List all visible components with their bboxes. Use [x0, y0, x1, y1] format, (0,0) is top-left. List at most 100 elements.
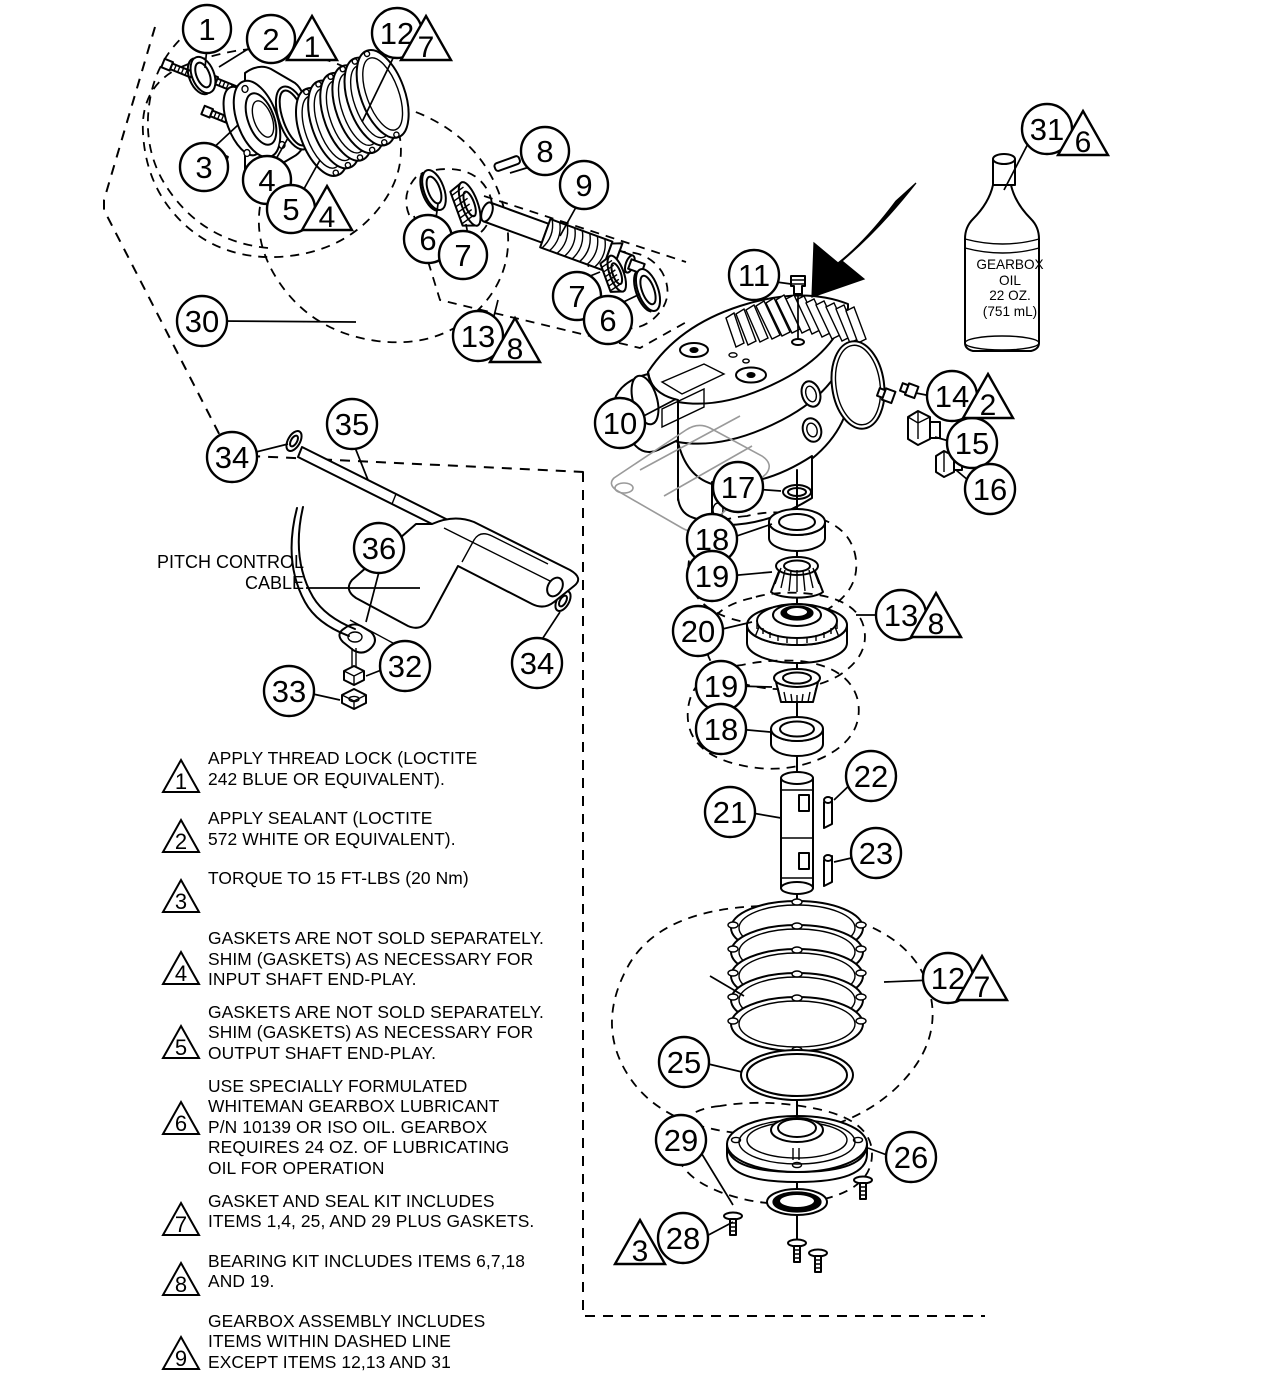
part-5-gasket-stack: [295, 49, 410, 177]
svg-text:3: 3: [195, 150, 212, 185]
svg-text:19: 19: [704, 669, 738, 704]
svg-text:11: 11: [738, 258, 770, 293]
svg-text:6: 6: [419, 222, 436, 257]
flag-note-8: 8: [487, 315, 543, 366]
note-flag-5: 5: [160, 1022, 202, 1062]
note-flag-2: 2: [160, 816, 202, 856]
callout-bubble-28: 28: [656, 1211, 710, 1265]
svg-text:10: 10: [603, 406, 637, 441]
callout-bubble-35: 35: [325, 397, 379, 451]
callout-bubble-7: 7: [551, 270, 603, 322]
part-15-fitting: [907, 410, 941, 446]
callout-bubble-8: 8: [519, 125, 571, 177]
callout-bubble-11: 11: [727, 248, 781, 302]
svg-text:22: 22: [854, 759, 888, 794]
part-36-yoke: [338, 517, 580, 654]
svg-text:6: 6: [175, 1111, 187, 1136]
callout-bubble-29: 29: [654, 1113, 708, 1167]
note-flag-9: 9: [160, 1333, 202, 1373]
svg-text:21: 21: [713, 795, 747, 830]
svg-text:2: 2: [980, 389, 997, 422]
note-text-1: APPLY THREAD LOCK (LOCTITE 242 BLUE OR E…: [208, 748, 478, 789]
svg-text:6: 6: [599, 303, 616, 338]
part-25-oring: [740, 1049, 854, 1101]
svg-text:30: 30: [185, 304, 219, 339]
flag-note-2: 2: [960, 371, 1016, 422]
flag-note-7: 7: [954, 953, 1010, 1004]
svg-text:6: 6: [1075, 126, 1092, 159]
svg-text:7: 7: [418, 31, 435, 64]
pitch-control-cable: [290, 507, 350, 637]
part-5-bottom-gaskets: [727, 898, 867, 1054]
part-19-bearing-cone-bottom: [773, 668, 821, 703]
svg-text:18: 18: [704, 712, 738, 747]
flag-note-7: 7: [398, 13, 454, 64]
svg-text:12: 12: [931, 961, 965, 996]
part-14-bolts: [875, 382, 920, 405]
part-26-cover-plate: [726, 1115, 868, 1183]
svg-text:5: 5: [282, 192, 299, 227]
svg-text:31: 31: [1030, 112, 1064, 147]
svg-text:7: 7: [175, 1212, 187, 1237]
svg-text:23: 23: [859, 836, 893, 871]
callout-bubble-36: 36: [352, 521, 406, 575]
note-text-4: GASKETS ARE NOT SOLD SEPARATELY. SHIM (G…: [208, 928, 544, 990]
svg-text:8: 8: [507, 333, 524, 366]
assembly-dashed-boundary: [103, 26, 985, 1317]
svg-text:20: 20: [681, 614, 715, 649]
svg-text:34: 34: [215, 440, 249, 475]
svg-text:28: 28: [666, 1221, 700, 1256]
flag-note-3: 3: [612, 1217, 668, 1268]
callout-bubble-22: 22: [844, 749, 898, 803]
note-text-8: BEARING KIT INCLUDES ITEMS 6,7,18 AND 19…: [208, 1250, 526, 1292]
flag-note-4: 4: [299, 183, 355, 234]
callout-bubble-5: 5: [265, 183, 317, 235]
flag-note-1: 1: [284, 13, 340, 64]
svg-text:19: 19: [695, 559, 729, 594]
callout-bubble-17: 17: [711, 460, 765, 514]
svg-text:2: 2: [175, 829, 187, 854]
svg-text:5: 5: [175, 1035, 187, 1060]
callout-bubble-15: 15: [945, 416, 999, 470]
note-flag-1: 1: [160, 756, 202, 796]
callout-bubble-34: 34: [510, 636, 564, 690]
callout-bubble-23: 23: [849, 826, 903, 880]
note-flag-7: 7: [160, 1199, 202, 1239]
part-31-oil-bottle: [964, 153, 1040, 352]
part-21-output-shaft: [780, 771, 814, 895]
part-34-oring-a: [285, 430, 303, 452]
callout-bubble-18: 18: [694, 702, 748, 756]
callout-bubble-12: 12: [921, 951, 975, 1005]
svg-text:4: 4: [319, 201, 336, 234]
svg-text:29: 29: [664, 1123, 698, 1158]
callout-bubble-7: 7: [437, 229, 489, 281]
svg-text:14: 14: [935, 379, 969, 414]
callout-bubble-30: 30: [175, 294, 229, 348]
svg-text:3: 3: [632, 1235, 649, 1268]
svg-text:1: 1: [198, 12, 215, 47]
svg-text:7: 7: [974, 971, 991, 1004]
callout-bubble-34: 34: [205, 430, 259, 484]
svg-text:13: 13: [884, 598, 918, 633]
callout-bubble-14: 14: [925, 369, 979, 423]
svg-text:35: 35: [335, 407, 369, 442]
note-item-4: 4 GASKETS ARE NOT SOLD SEPARATELY. SHIM …: [160, 928, 590, 990]
svg-text:17: 17: [721, 470, 755, 505]
part-19-bearing-cone-top: [770, 556, 824, 599]
svg-text:7: 7: [568, 279, 585, 314]
svg-text:26: 26: [894, 1140, 928, 1175]
part-29-seal: [766, 1188, 828, 1216]
callout-bubble-32: 32: [378, 639, 432, 693]
part-1-seal: [186, 55, 217, 96]
svg-text:9: 9: [175, 1346, 187, 1371]
svg-text:8: 8: [928, 608, 945, 641]
svg-text:4: 4: [258, 163, 275, 198]
